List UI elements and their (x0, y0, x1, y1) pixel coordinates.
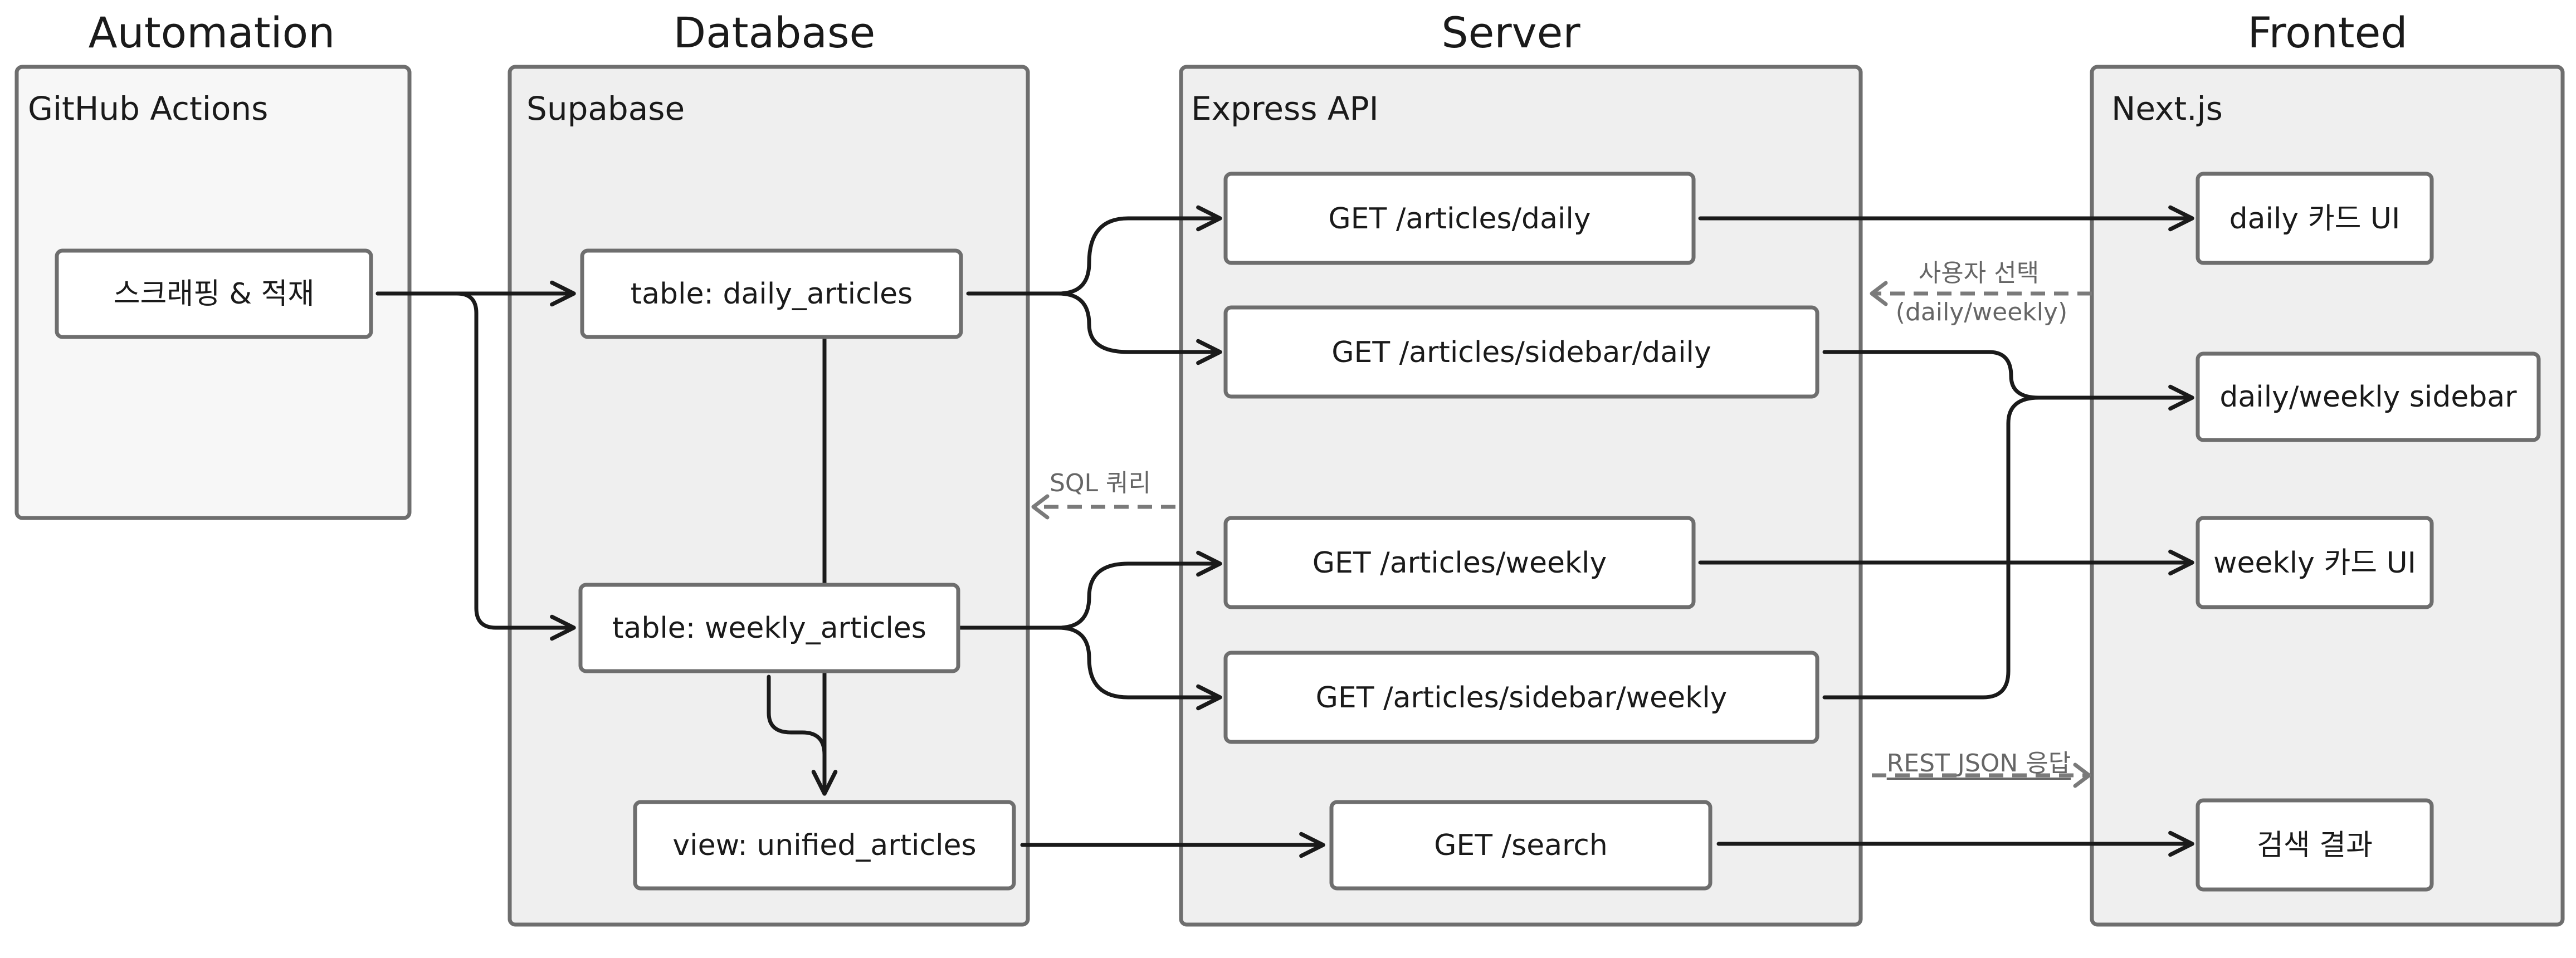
node-label-search-result: 검색 결과 (2257, 829, 2373, 862)
node-label-get-articles-weekly: GET /articles/weekly (1313, 546, 1607, 580)
edge-daily-to-get-sidebar-daily (1056, 291, 1222, 365)
node-weekly-card-ui[interactable]: weekly 카드 UI (2196, 516, 2434, 609)
node-scraping[interactable]: 스크래핑 & 적재 (55, 248, 373, 339)
node-label-weekly-card-ui: weekly 카드 UI (2213, 546, 2416, 580)
column-title-automation: Automation (89, 8, 335, 57)
column-title-server: Server (1441, 8, 1580, 57)
edge-label-rest-json: REST JSON 응답 (1887, 749, 2071, 778)
edge-label-rest-json-group: REST JSON 응답 (1886, 749, 2071, 780)
node-label-get-sidebar-weekly: GET /articles/sidebar/weekly (1316, 681, 1728, 715)
group-nextjs: Next.js (2090, 65, 2565, 927)
node-get-search[interactable]: GET /search (1329, 800, 1713, 891)
column-title-frontend: Fronted (2247, 8, 2407, 57)
node-get-sidebar-weekly[interactable]: GET /articles/sidebar/weekly (1223, 651, 1819, 744)
node-label-weekly-articles-table: table: weekly_articles (612, 612, 926, 645)
edge-daily-to-get-daily (966, 205, 1222, 296)
node-daily-card-ui[interactable]: daily 카드 UI (2196, 172, 2434, 265)
edges (375, 205, 2194, 858)
edge-label-user-select-detail: (daily/weekly) (1896, 298, 2067, 326)
node-label-daily-card-ui: daily 카드 UI (2229, 202, 2401, 236)
node-label-get-articles-daily: GET /articles/daily (1328, 202, 1591, 236)
group-label-supabase: Supabase (526, 90, 685, 128)
edge-weekly-to-get-sidebar-weekly (1056, 625, 1222, 711)
group-label-nextjs: Next.js (2111, 90, 2223, 128)
edge-sidebar-daily-to-sidebar (1822, 350, 2194, 411)
node-get-sidebar-daily[interactable]: GET /articles/sidebar/daily (1223, 305, 1819, 399)
edge-sidebar-weekly-to-sidebar (1822, 395, 2041, 700)
edge-weekly-to-get-weekly (957, 550, 1222, 630)
group-supabase: Supabase (508, 65, 1030, 927)
node-get-articles-daily[interactable]: GET /articles/daily (1223, 172, 1696, 265)
node-daily-weekly-sidebar[interactable]: daily/weekly sidebar (2196, 351, 2541, 442)
node-label-get-search: GET /search (1434, 829, 1608, 862)
edge-scraping-to-weekly (375, 291, 576, 641)
node-label-unified-articles-view: view: unified_articles (672, 829, 976, 862)
edge-weekly-to-view-curve (767, 674, 827, 757)
node-daily-articles-table[interactable]: table: daily_articles (580, 248, 963, 339)
group-label-github-actions: GitHub Actions (28, 90, 268, 128)
node-get-articles-weekly[interactable]: GET /articles/weekly (1223, 516, 1696, 609)
edge-label-sql-query: SQL 쿼리 (1050, 469, 1151, 497)
node-label-get-sidebar-daily: GET /articles/sidebar/daily (1331, 336, 1711, 369)
node-unified-articles-view[interactable]: view: unified_articles (633, 800, 1016, 891)
node-search-result[interactable]: 검색 결과 (2196, 798, 2434, 892)
node-weekly-articles-table[interactable]: table: weekly_articles (578, 583, 960, 673)
node-label-daily-articles-table: table: daily_articles (631, 277, 913, 311)
group-label-express-api: Express API (1191, 90, 1379, 128)
column-title-database: Database (674, 8, 876, 57)
edge-label-user-select: 사용자 선택 (1919, 259, 2039, 287)
node-label-daily-weekly-sidebar: daily/weekly sidebar (2219, 380, 2517, 414)
node-label-scraping: 스크래핑 & 적재 (114, 277, 315, 311)
